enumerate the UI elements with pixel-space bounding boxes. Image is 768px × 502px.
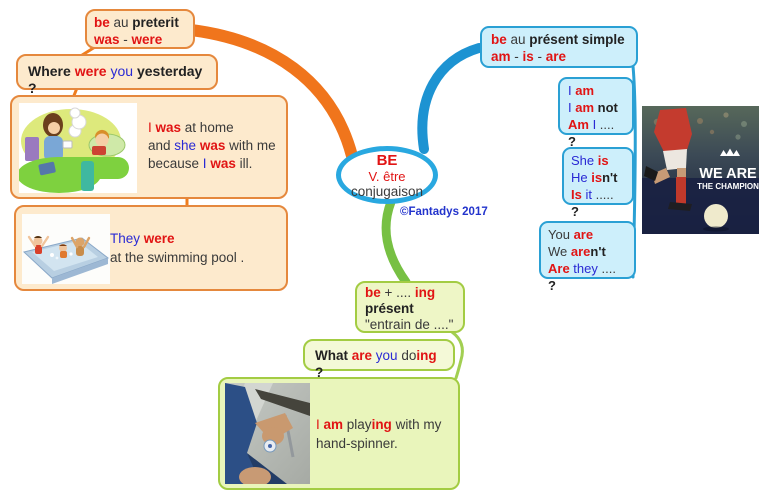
sick-child-cartoon-drawing [19,103,137,193]
center-node-be: BE V. être conjugaison [336,146,438,204]
center-subtitle: V. être [368,169,406,184]
soccer-player-drawing: WE ARE THE CHAMPION [642,106,759,234]
hand-spinner-photo-drawing [225,383,310,484]
orange-branch-curve [185,24,358,162]
copyright-label: ©Fantadys 2017 [400,206,488,218]
soccer-player-image: WE ARE THE CHAMPION [642,106,759,234]
green-connector-line [450,330,464,380]
center-label: conjugaison [350,184,424,199]
sick-child-in-bed-image [19,103,137,193]
green-branch-curve [381,197,411,287]
poster-line2: THE CHAMPION [697,182,759,191]
center-title: BE [376,152,398,169]
swimming-pool-cartoon-drawing [22,214,110,284]
hand-spinner-image [225,383,310,484]
node-question-yesterday: Where were you yesterday ? [16,54,218,96]
node-question-doing: What are you doing ? [303,339,455,380]
blue-branch-curve [417,43,484,154]
poster-line1: WE ARE [699,166,757,182]
swimming-pool-image [22,214,110,284]
